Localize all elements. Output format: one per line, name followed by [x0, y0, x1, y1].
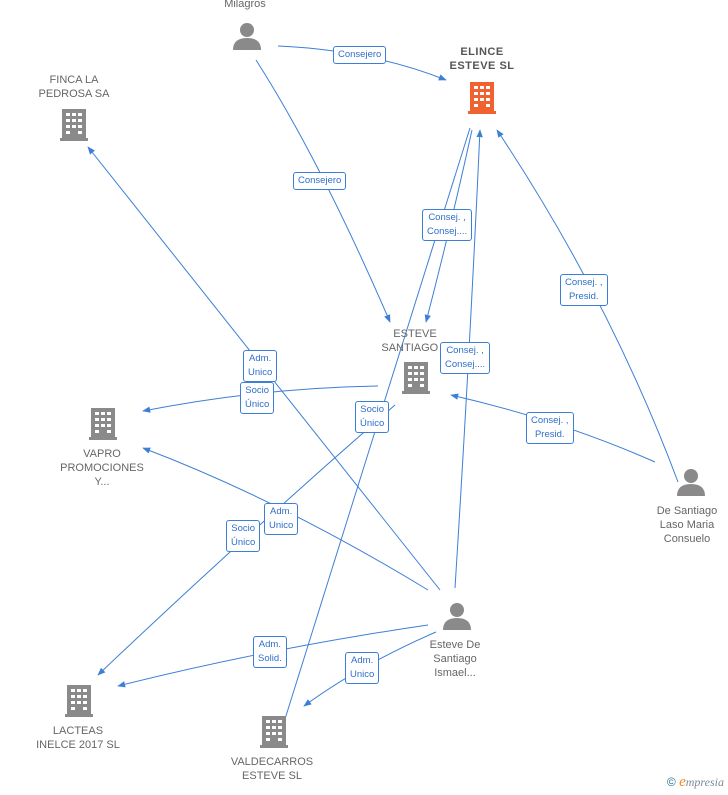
person-icon[interactable]	[233, 23, 261, 50]
edge-label[interactable]: Adm. Solid.	[253, 636, 287, 668]
node-label-lacteas[interactable]: LACTEAS INELCE 2017 SL	[36, 725, 120, 751]
brand-footer: © empresia	[667, 774, 724, 791]
edge-label[interactable]: Socio Único	[355, 401, 390, 433]
edge-label[interactable]: Consejero	[333, 46, 387, 64]
edge-label[interactable]: Adm. Unico	[264, 503, 299, 535]
building-icon[interactable]	[89, 408, 117, 440]
edge-desantiago-elince	[496, 129, 679, 483]
edge-label[interactable]: Consej. , Presid.	[526, 412, 574, 444]
edge-label[interactable]: Socio Único	[240, 382, 275, 414]
edge-label[interactable]: Socio Único	[226, 520, 261, 552]
node-label-vapro[interactable]: VAPRO PROMOCIONES Y...	[60, 448, 144, 488]
person-icon[interactable]	[677, 469, 705, 496]
edge-label[interactable]: Consej. , Consej....	[422, 209, 473, 241]
edge-label[interactable]: Adm. Unico	[243, 350, 278, 382]
building-icon[interactable]	[260, 716, 288, 748]
person-icon[interactable]	[443, 603, 471, 630]
building-icon[interactable]	[468, 82, 496, 114]
node-label-milagros[interactable]: Milagros	[224, 0, 266, 10]
edge-label[interactable]: Consej. , Presid.	[560, 274, 608, 306]
node-label-esteve-ismael[interactable]: Esteve De Santiago Ismael...	[429, 639, 481, 679]
copyright-icon: ©	[666, 775, 676, 789]
building-icon[interactable]	[65, 685, 93, 717]
building-icon[interactable]	[60, 109, 88, 141]
node-label-valdecarros[interactable]: VALDECARROS ESTEVE SL	[230, 756, 314, 782]
empresia-logo[interactable]: empresia	[679, 774, 724, 790]
edge-milagros-esteve-santiago	[255, 59, 391, 323]
node-label-elince[interactable]: ELINCE ESTEVE SL	[449, 46, 515, 72]
node-label-de-santiago[interactable]: De Santiago Laso Maria Consuelo	[656, 505, 718, 545]
building-icon[interactable]	[402, 362, 430, 394]
edge-label[interactable]: Consej. , Consej....	[440, 342, 491, 374]
edge-label[interactable]: Adm. Unico	[345, 652, 380, 684]
edge-label[interactable]: Consejero	[293, 172, 347, 190]
node-label-finca[interactable]: FINCA LA PEDROSA SA	[38, 74, 110, 100]
